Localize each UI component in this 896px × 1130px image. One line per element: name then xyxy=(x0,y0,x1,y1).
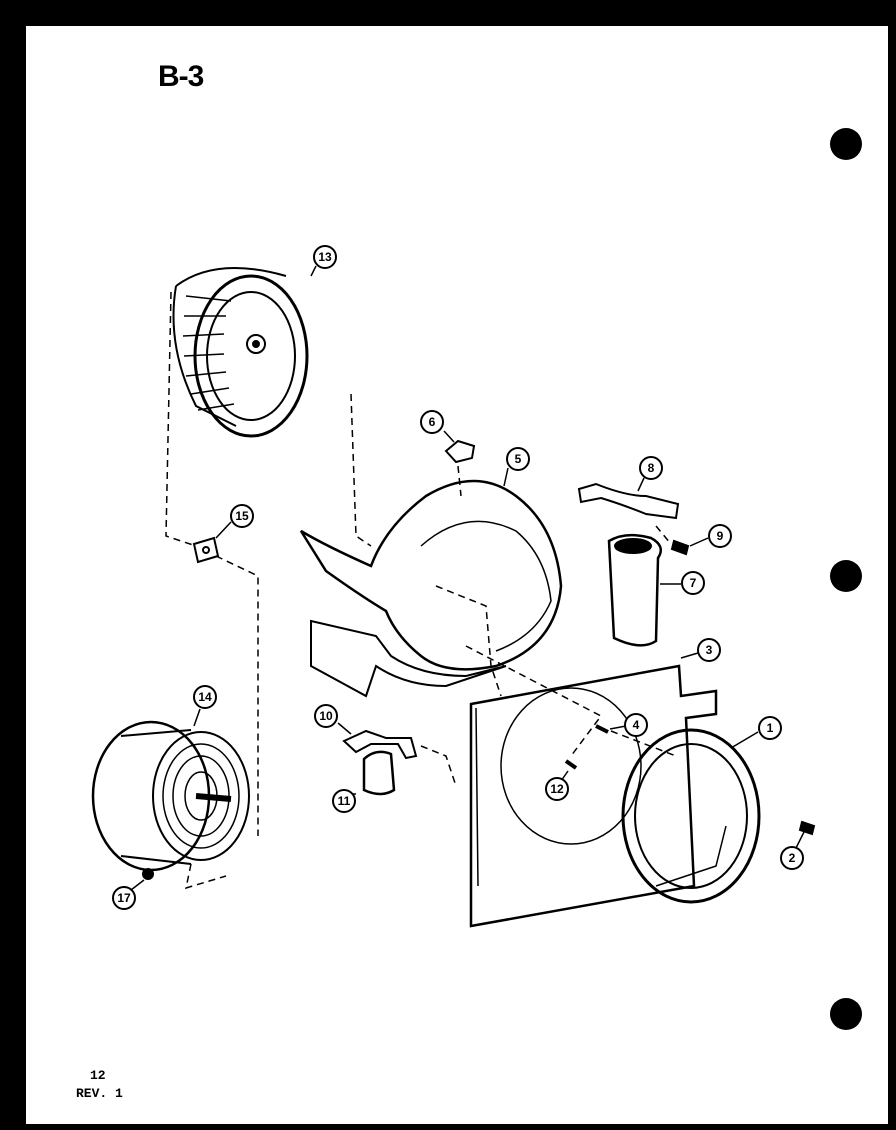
callout-labels: 1 2 3 4 5 6 7 8 9 10 11 12 13 14 15 17 xyxy=(112,245,805,910)
callout-12: 12 xyxy=(545,770,569,801)
callout-5: 5 xyxy=(503,447,530,487)
blower-housing xyxy=(299,479,563,698)
svg-text:12: 12 xyxy=(550,782,564,796)
binder-hole-middle xyxy=(830,560,862,592)
blower-motor xyxy=(91,720,250,872)
svg-text:1: 1 xyxy=(767,721,774,735)
callout-4: 4 xyxy=(609,713,648,737)
strap-screw xyxy=(670,539,690,556)
svg-text:4: 4 xyxy=(633,718,640,732)
blower-wheel xyxy=(172,267,309,438)
callout-2: 2 xyxy=(780,831,805,870)
binder-hole-bottom xyxy=(830,998,862,1030)
callout-17: 17 xyxy=(112,879,145,910)
svg-text:5: 5 xyxy=(515,452,522,466)
callout-10: 10 xyxy=(314,704,352,735)
callout-7: 7 xyxy=(660,571,705,595)
callout-8: 8 xyxy=(637,456,663,492)
svg-text:14: 14 xyxy=(198,690,212,704)
svg-text:11: 11 xyxy=(338,794,351,808)
callout-9: 9 xyxy=(689,524,732,548)
svg-text:13: 13 xyxy=(318,250,332,264)
svg-text:6: 6 xyxy=(429,415,436,429)
svg-text:9: 9 xyxy=(717,529,724,543)
callout-3: 3 xyxy=(680,638,721,662)
start-capacitor xyxy=(362,750,396,796)
callout-14: 14 xyxy=(193,685,217,727)
revision-label: REV. 1 xyxy=(76,1086,123,1101)
exploded-view-drawing: 1 2 3 4 5 6 7 8 9 10 11 12 13 14 15 17 xyxy=(91,128,862,1030)
diagram-sheet: B-3 xyxy=(26,26,888,1124)
callout-11: 11 xyxy=(332,789,356,813)
motor-mount-tab xyxy=(192,536,220,564)
run-capacitor xyxy=(607,533,663,647)
page-number: 12 xyxy=(90,1068,106,1083)
svg-text:15: 15 xyxy=(235,509,249,523)
svg-text:8: 8 xyxy=(648,461,655,475)
svg-text:7: 7 xyxy=(690,576,697,590)
housing-clip xyxy=(444,439,476,464)
callout-15: 15 xyxy=(215,504,254,539)
mounting-panel xyxy=(469,664,718,928)
svg-text:2: 2 xyxy=(789,851,796,865)
capacitor-strap xyxy=(577,482,680,520)
svg-text:10: 10 xyxy=(319,709,333,723)
callout-1: 1 xyxy=(730,716,782,749)
panel-screw-12 xyxy=(564,759,578,770)
capacitor-bracket xyxy=(342,729,418,760)
binder-hole-top xyxy=(830,128,862,160)
svg-text:17: 17 xyxy=(117,891,131,905)
panel-screw-4 xyxy=(595,724,609,734)
ring-screw xyxy=(798,820,816,836)
svg-text:3: 3 xyxy=(706,643,713,657)
callout-13: 13 xyxy=(310,245,337,277)
diagram-title: B-3 xyxy=(158,60,204,93)
assembly-lines xyxy=(165,291,677,890)
orifice-ring xyxy=(621,728,761,904)
callout-6: 6 xyxy=(420,410,455,443)
motor-nut xyxy=(142,868,154,880)
